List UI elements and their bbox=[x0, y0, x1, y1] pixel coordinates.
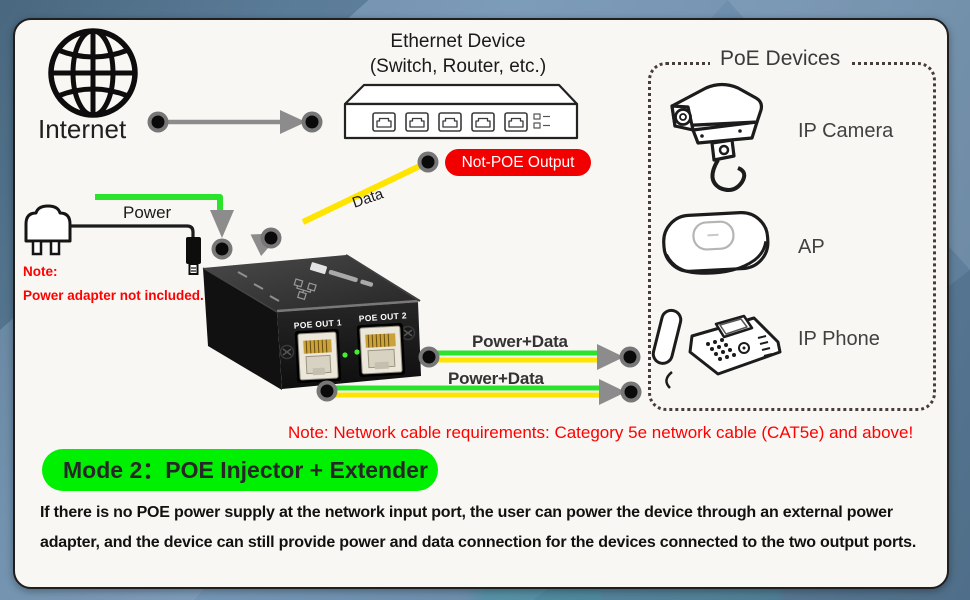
power-data-label-top: Power+Data bbox=[472, 332, 568, 351]
cable-requirement-note: Note: Network cable requirements: Catego… bbox=[288, 423, 914, 442]
poe-out-2-label: POE OUT 2 bbox=[358, 310, 407, 323]
rj45-port-icon bbox=[504, 112, 528, 132]
internet-label: Internet bbox=[38, 114, 127, 144]
rj45-port-icon bbox=[405, 112, 429, 132]
data-cable bbox=[250, 151, 439, 257]
rj45-port-icon bbox=[438, 112, 462, 132]
ip-phone-icon bbox=[651, 308, 782, 389]
power-cable-label: Power bbox=[123, 203, 172, 222]
internet-globe-icon bbox=[48, 28, 138, 118]
ip-camera-label: IP Camera bbox=[798, 120, 894, 142]
ip-camera-icon bbox=[670, 82, 764, 192]
device-top-marks bbox=[237, 271, 280, 302]
ethernet-device-subtitle: (Switch, Router, etc.) bbox=[369, 56, 547, 77]
arrow-right-icon bbox=[597, 344, 624, 370]
power-adapter-icon bbox=[24, 204, 201, 275]
arrow-right-icon bbox=[599, 379, 626, 405]
adapter-note-title: Note: bbox=[23, 264, 58, 279]
poe-splitter-device: POE OUT 1 POE OUT 2 bbox=[202, 254, 421, 390]
switch-led-indicators-icon bbox=[533, 113, 550, 129]
rj45-port-icon bbox=[372, 112, 396, 132]
screw-icon bbox=[279, 344, 295, 360]
rj45-port-icon bbox=[471, 112, 495, 132]
mode-banner: Mode 2：POE Injector + Extender bbox=[42, 449, 438, 491]
power-data-label-bottom: Power+Data bbox=[448, 369, 544, 388]
power-data-cable-top bbox=[418, 344, 641, 370]
ethernet-device-title: Ethernet Device bbox=[390, 31, 526, 52]
dc-connector-icon bbox=[186, 237, 201, 264]
device-top-diagram-icon bbox=[293, 278, 317, 301]
power-data-cable-bottom bbox=[316, 379, 642, 405]
poe-out-1-jack-icon bbox=[294, 329, 342, 383]
led-icon bbox=[342, 352, 348, 358]
description-line-2: adapter, and the device can still provid… bbox=[40, 534, 917, 551]
ethernet-switch-icon bbox=[343, 83, 579, 140]
arrow-right-icon bbox=[280, 110, 306, 134]
access-point-label: AP bbox=[798, 236, 825, 258]
arrow-down-icon bbox=[210, 210, 234, 238]
poe-out-1-label: POE OUT 1 bbox=[293, 317, 342, 330]
poe-out-2-jack-icon bbox=[356, 322, 406, 378]
not-poe-output-badge: Not-POE Output bbox=[445, 149, 591, 176]
ip-phone-label: IP Phone bbox=[798, 328, 880, 350]
internet-cable bbox=[147, 110, 323, 134]
device-top-print bbox=[309, 262, 374, 287]
poe-devices-title: PoE Devices bbox=[710, 47, 851, 71]
access-point-icon bbox=[662, 210, 770, 275]
power-cable bbox=[95, 194, 234, 260]
screw-icon bbox=[400, 325, 416, 341]
description-line-1: If there is no POE power supply at the n… bbox=[40, 504, 893, 521]
adapter-note-body: Power adapter not included. bbox=[23, 288, 204, 303]
led-icon bbox=[354, 349, 360, 355]
